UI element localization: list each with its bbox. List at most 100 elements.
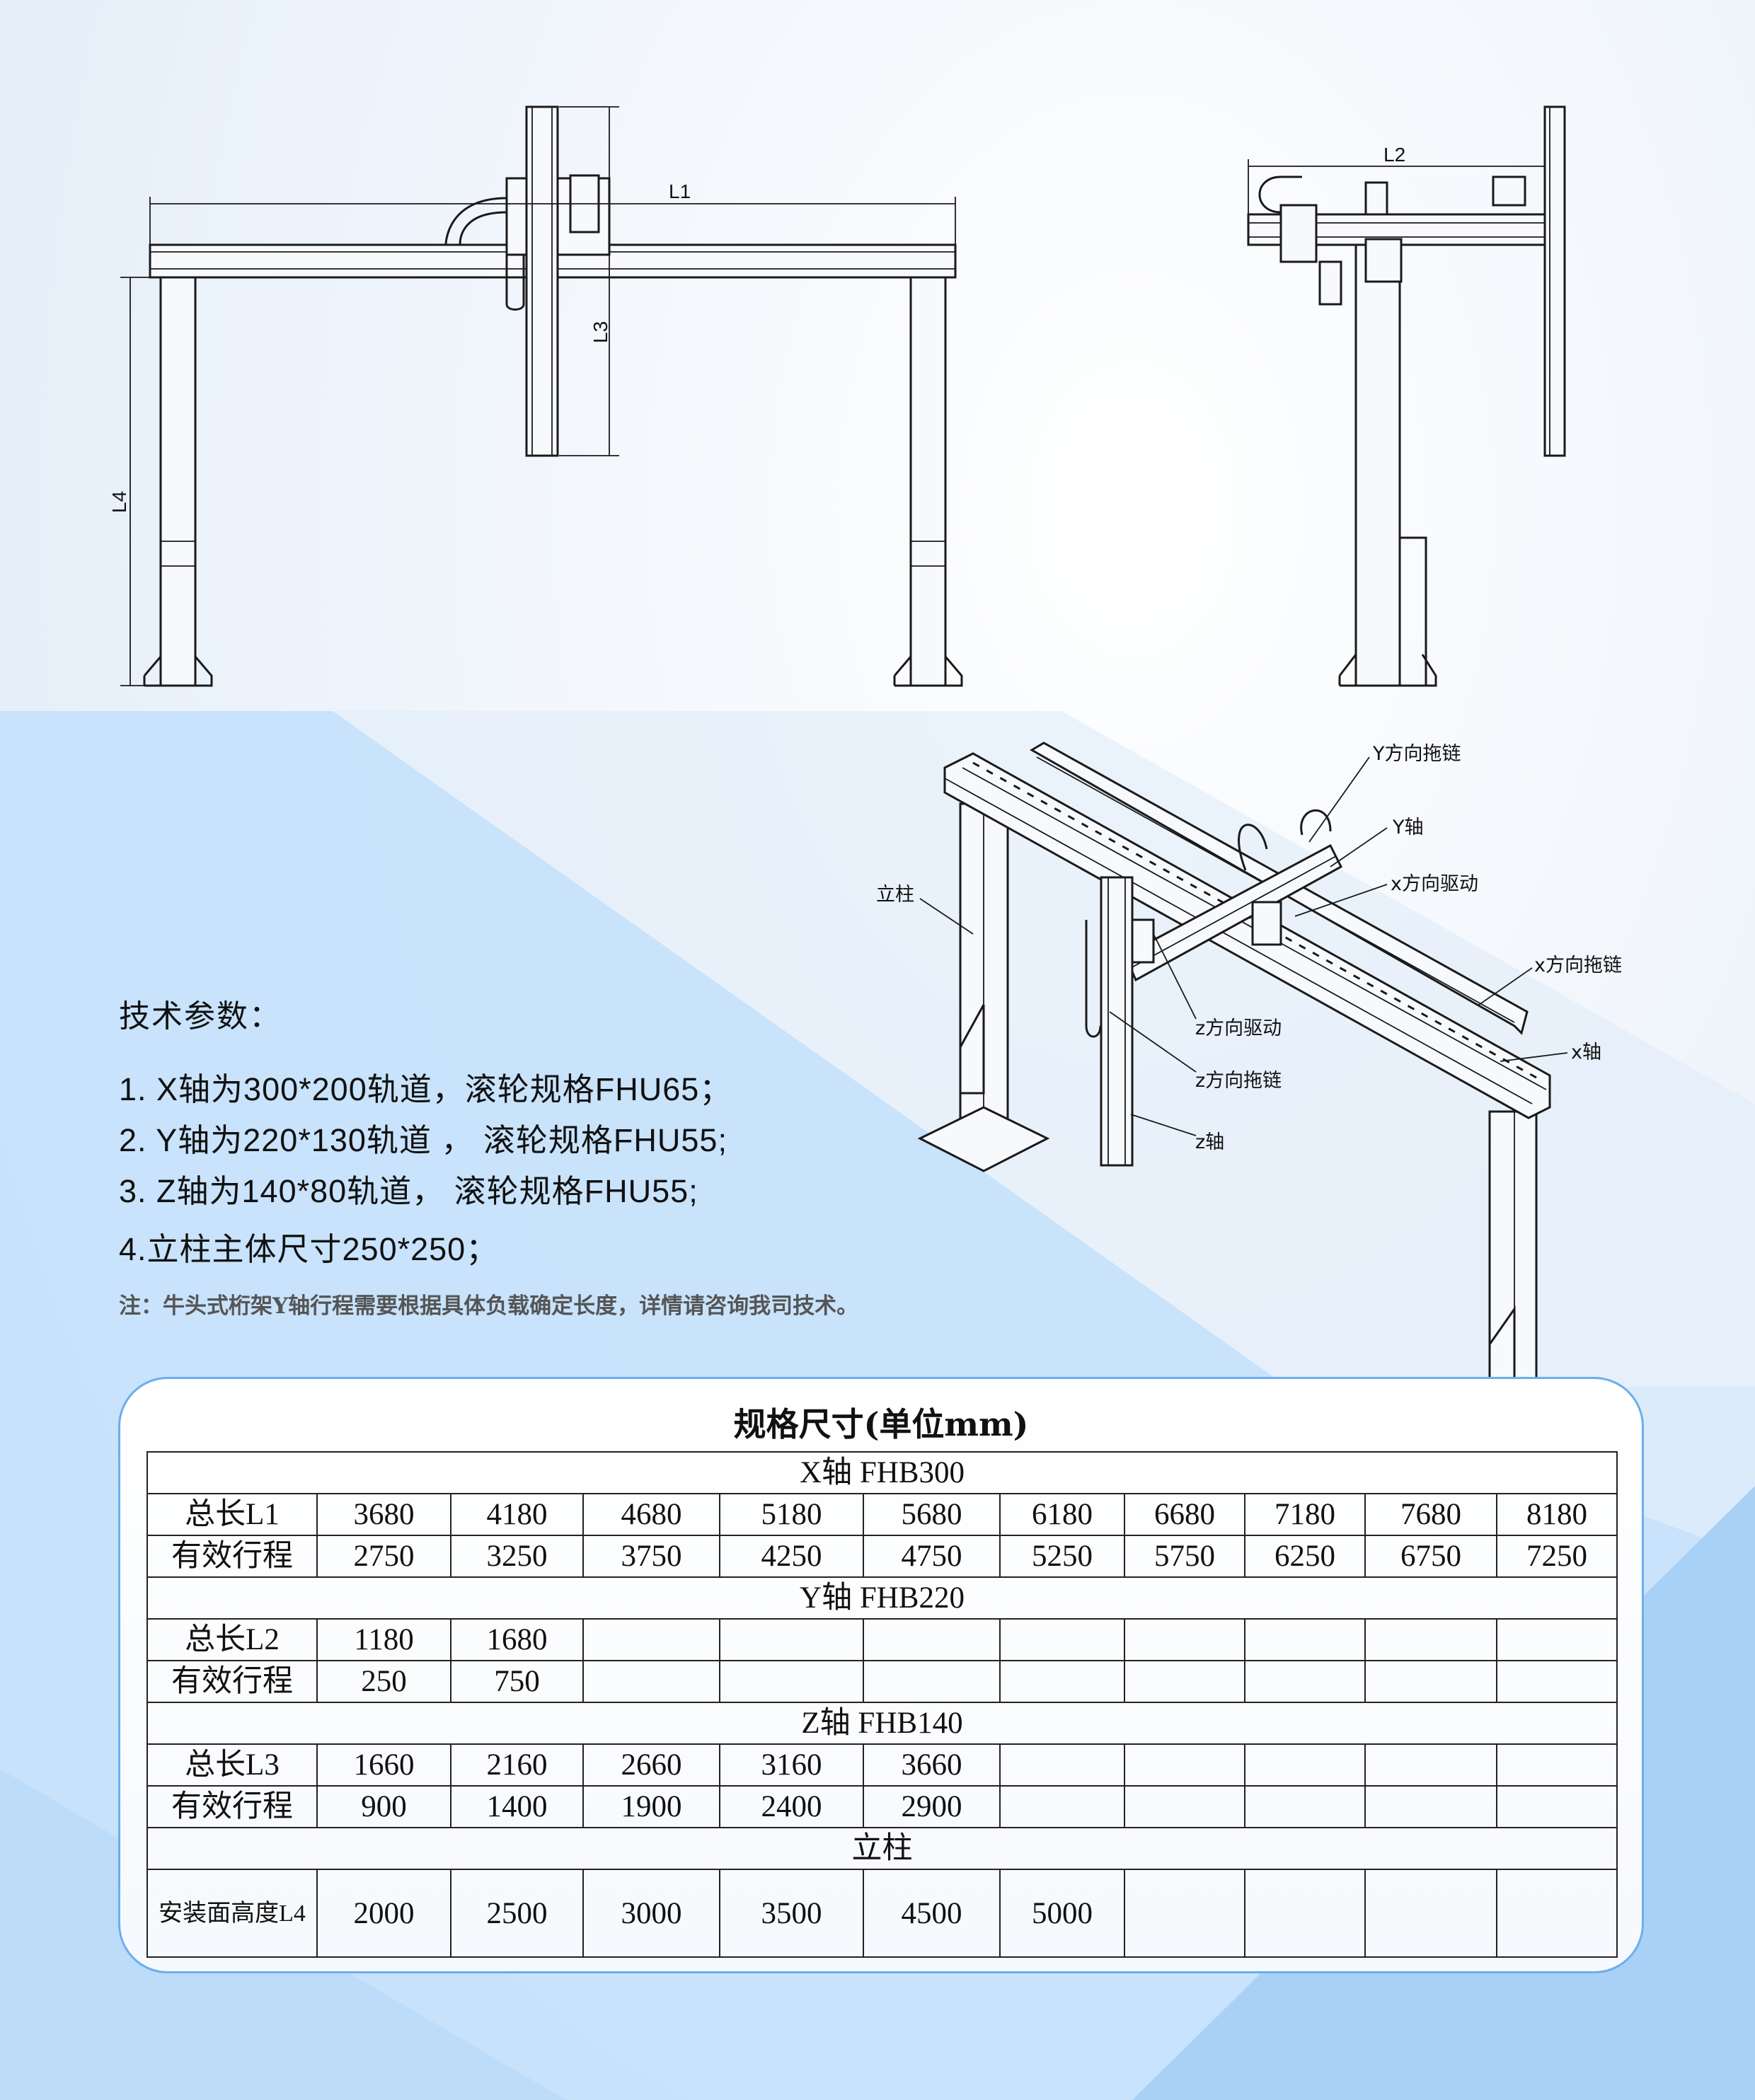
table-cell: 2750 — [316, 1535, 451, 1578]
table-cell: 250 — [316, 1660, 451, 1703]
empty-cell — [1124, 1869, 1245, 1958]
specs-note: 注：牛头式桁架Y轴行程需要根据具体负载确定长度，详情请咨询我司技术。 — [119, 1293, 859, 1319]
table-cell: 1680 — [450, 1618, 584, 1661]
table-cell: 6180 — [999, 1493, 1125, 1536]
table-cell: 3680 — [316, 1493, 451, 1536]
row-label: 安装面高度L4 — [146, 1869, 318, 1958]
specs-list: 1. X轴为300*200轨道，滚轮规格FHU65； 2. Y轴为220*130… — [119, 1064, 858, 1275]
table-cell: 5000 — [999, 1869, 1125, 1958]
iso-view: Y方向拖链 Y轴 x方向驱动 x方向拖链 x轴 z方向驱动 z方向拖链 z轴 立… — [876, 742, 1622, 1470]
empty-cell — [1496, 1743, 1618, 1787]
empty-cell — [1244, 1743, 1366, 1787]
table-cell: 6750 — [1364, 1535, 1497, 1578]
table-cell: 1180 — [316, 1618, 451, 1661]
callout-column: 立柱 — [876, 884, 914, 906]
empty-cell — [999, 1785, 1125, 1828]
empty-cell — [1124, 1743, 1245, 1787]
empty-cell — [1244, 1660, 1366, 1703]
empty-cell — [582, 1660, 720, 1703]
table-cell: 5680 — [863, 1493, 1001, 1536]
side-view: L2 — [1247, 105, 1566, 687]
empty-cell — [1244, 1618, 1366, 1661]
section-header-row: Y轴 FHB220 — [146, 1576, 1618, 1620]
row-label: 总长L2 — [146, 1618, 318, 1661]
empty-cell — [582, 1618, 720, 1661]
empty-cell — [1124, 1618, 1245, 1661]
empty-cell — [1244, 1785, 1366, 1828]
section-header-row: 立柱 — [146, 1827, 1618, 1870]
table-cell: 3160 — [719, 1743, 864, 1787]
empty-cell — [999, 1743, 1125, 1787]
table-cell: 4250 — [719, 1535, 864, 1578]
empty-cell — [1496, 1660, 1618, 1703]
table-cell: 6680 — [1124, 1493, 1245, 1536]
empty-cell — [1496, 1618, 1618, 1661]
section-header-row: X轴 FHB300 — [146, 1451, 1618, 1494]
empty-cell — [1124, 1660, 1245, 1703]
spec-item: 3. Z轴为140*80轨道， 滚轮规格FHU55; — [119, 1173, 698, 1209]
empty-cell — [1364, 1869, 1497, 1958]
table-title: 规格尺寸(单位mm) — [733, 1405, 1029, 1443]
row-label: 总长L3 — [146, 1743, 318, 1787]
empty-cell — [1364, 1785, 1497, 1828]
table-cell: 750 — [450, 1660, 584, 1703]
table-cell: 7180 — [1244, 1493, 1366, 1536]
empty-cell — [999, 1618, 1125, 1661]
row-label: 总长L1 — [146, 1493, 318, 1536]
table-cell: 5250 — [999, 1535, 1125, 1578]
table-cell: 1660 — [316, 1743, 451, 1787]
empty-cell — [1364, 1660, 1497, 1703]
section-header-row: Z轴 FHB140 — [146, 1702, 1618, 1745]
empty-cell — [999, 1660, 1125, 1703]
row-label: 有效行程 — [146, 1535, 318, 1578]
callout-z-drive: z方向驱动 — [1195, 1017, 1282, 1039]
tech-specs: 技术参数： 1. X轴为300*200轨道，滚轮规格FHU65； 2. Y轴为2… — [119, 991, 858, 1320]
table-cell: 4680 — [582, 1493, 720, 1536]
row-label: 有效行程 — [146, 1660, 318, 1703]
empty-cell — [1496, 1785, 1618, 1828]
table-cell: 2400 — [719, 1785, 864, 1828]
empty-cell — [863, 1618, 1001, 1661]
table-cell: 900 — [316, 1785, 451, 1828]
callout-z-drag-chain: z方向拖链 — [1195, 1070, 1282, 1092]
callout-y-axis: Y轴 — [1392, 817, 1424, 838]
empty-cell — [863, 1660, 1001, 1703]
callout-z-axis: z轴 — [1195, 1131, 1224, 1153]
table-cell: 1900 — [582, 1785, 720, 1828]
table-cell: 2900 — [863, 1785, 1001, 1828]
callout-x-drag-chain: x方向拖链 — [1534, 954, 1622, 976]
table-cell: 7680 — [1364, 1493, 1497, 1536]
table-cell: 7250 — [1496, 1535, 1618, 1578]
table-cell: 5180 — [719, 1493, 864, 1536]
empty-cell — [1364, 1743, 1497, 1787]
table-cell: 6250 — [1244, 1535, 1366, 1578]
callout-x-axis: x轴 — [1571, 1042, 1601, 1063]
section-header: 立柱 — [146, 1827, 1618, 1870]
row-label: 有效行程 — [146, 1785, 318, 1828]
spec-item: 2. Y轴为220*130轨道 ， 滚轮规格FHU55; — [119, 1122, 727, 1158]
empty-cell — [1364, 1618, 1497, 1661]
spec-item: 1. X轴为300*200轨道，滚轮规格FHU65； — [119, 1071, 732, 1107]
table-cell: 2000 — [316, 1869, 451, 1958]
empty-cell — [719, 1618, 864, 1661]
table-cell: 2160 — [450, 1743, 584, 1787]
dim-l1-label: L1 — [669, 180, 691, 202]
callout-y-drag-chain: Y方向拖链 — [1372, 743, 1461, 765]
empty-cell — [1244, 1869, 1366, 1958]
table-cell: 3660 — [863, 1743, 1001, 1787]
table-cell: 3250 — [450, 1535, 584, 1578]
table-cell: 3500 — [719, 1869, 864, 1958]
table-cell: 8180 — [1496, 1493, 1618, 1536]
table-cell: 3750 — [582, 1535, 720, 1578]
callout-x-drive: x方向驱动 — [1391, 873, 1478, 895]
